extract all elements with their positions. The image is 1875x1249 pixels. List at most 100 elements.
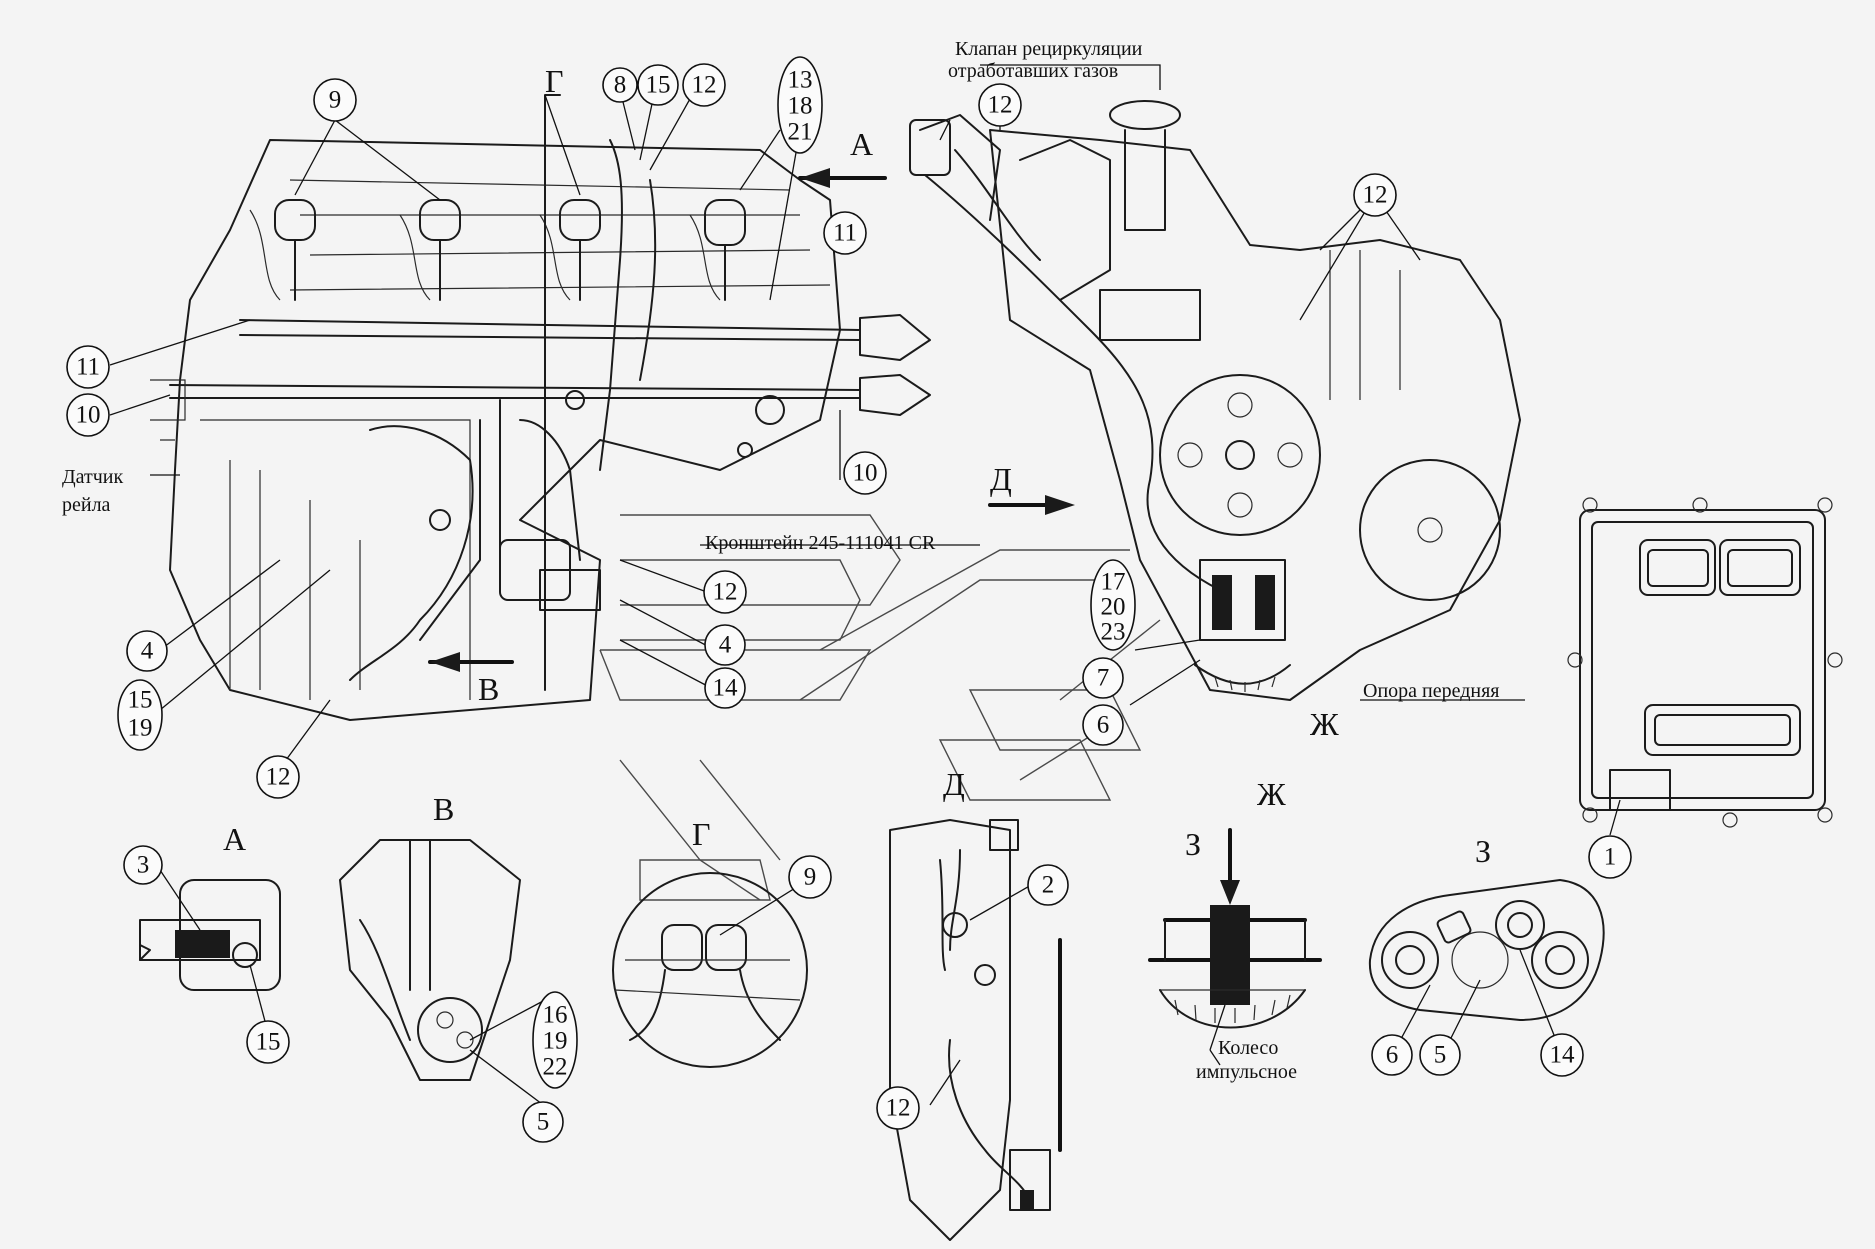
- detail-view-zh: [1148, 828, 1322, 1029]
- svg-text:12: 12: [692, 72, 717, 99]
- callout-5: 5: [1419, 1034, 1461, 1076]
- callout-5: 5: [522, 1101, 564, 1143]
- detail-view-v: [339, 839, 521, 1081]
- callout-12: 12: [876, 1086, 920, 1130]
- label-front-support: Опора передняя: [1363, 680, 1500, 702]
- svg-text:14: 14: [1550, 1042, 1576, 1069]
- callout-2: 2: [1027, 864, 1069, 906]
- callout-4: 4: [704, 624, 746, 666]
- svg-text:6: 6: [1386, 1042, 1399, 1069]
- ecu-unit: [1567, 497, 1843, 828]
- detail-view-g: [612, 872, 808, 1068]
- callout-10: 10: [843, 451, 887, 495]
- callout-4: 4: [126, 630, 168, 672]
- svg-text:10: 10: [76, 402, 101, 429]
- leader-lines: [109, 64, 1621, 1111]
- svg-text:21: 21: [788, 119, 813, 146]
- svg-text:9: 9: [804, 864, 817, 891]
- svg-text:10: 10: [853, 460, 878, 487]
- svg-text:12: 12: [1363, 182, 1388, 209]
- svg-text:14: 14: [713, 675, 739, 702]
- svg-text:12: 12: [266, 764, 291, 791]
- svg-text:1: 1: [1604, 844, 1617, 871]
- view-letters: А Г В Д Ж А В Г Д Ж З З: [223, 63, 1491, 869]
- callout-group-15-19: 15 19: [117, 679, 163, 751]
- svg-text:20: 20: [1101, 594, 1126, 621]
- callout-12: 12: [682, 63, 726, 107]
- detail-view-a: [139, 879, 281, 991]
- projection-lines: [599, 514, 1161, 901]
- svg-text:2: 2: [1042, 872, 1055, 899]
- callout-11: 11: [823, 211, 867, 255]
- callout-1: 1: [1588, 835, 1632, 879]
- svg-text:5: 5: [537, 1109, 550, 1136]
- view-title-v: В: [433, 791, 454, 827]
- callout-6: 6: [1082, 704, 1124, 746]
- svg-text:19: 19: [543, 1028, 568, 1055]
- svg-text:15: 15: [646, 72, 671, 99]
- view-title-g: Г: [692, 816, 711, 852]
- view-letter-zh: Ж: [1310, 706, 1339, 742]
- view-title-a: А: [223, 821, 246, 857]
- svg-text:12: 12: [886, 1095, 911, 1122]
- view-title-d: Д: [943, 766, 965, 802]
- svg-text:11: 11: [76, 354, 100, 381]
- svg-text:13: 13: [788, 67, 813, 94]
- svg-text:6: 6: [1097, 712, 1110, 739]
- svg-text:15: 15: [256, 1029, 281, 1056]
- callout-12: 12: [1353, 173, 1397, 217]
- callout-group-17-20-23: 17 20 23: [1090, 559, 1136, 651]
- view-letter-g: Г: [545, 63, 564, 99]
- fuel-rails: [169, 314, 931, 416]
- callout-10: 10: [66, 393, 110, 437]
- svg-text:19: 19: [128, 715, 153, 742]
- svg-text:22: 22: [543, 1054, 568, 1081]
- svg-text:4: 4: [719, 632, 732, 659]
- label-rail-sensor-line1: Датчик: [62, 466, 124, 488]
- callout-9: 9: [313, 78, 357, 122]
- callout-12: 12: [703, 570, 747, 614]
- callout-12: 12: [256, 755, 300, 799]
- callout-6: 6: [1371, 1034, 1413, 1076]
- svg-text:9: 9: [329, 87, 342, 114]
- view-letter-v: В: [478, 671, 499, 707]
- callout-7: 7: [1082, 657, 1124, 699]
- engine-side-view: [150, 94, 1075, 721]
- svg-text:12: 12: [713, 579, 738, 606]
- label-egr-valve-line2: отработавших газов: [948, 60, 1118, 82]
- callout-15: 15: [637, 64, 679, 106]
- callout-14: 14: [704, 667, 746, 709]
- callout-group-13-18-21: 13 18 21: [777, 56, 823, 154]
- label-impulse-wheel-line1: Колесо: [1218, 1037, 1278, 1059]
- svg-text:18: 18: [788, 93, 813, 120]
- callouts: 9 8 15 12 13 18 21 12 11 11 10 10 12 12 …: [66, 56, 1632, 1143]
- svg-text:12: 12: [988, 92, 1013, 119]
- text-labels: Клапан рециркуляции отработавших газов Д…: [62, 38, 1500, 1083]
- label-egr-valve-line1: Клапан рециркуляции: [955, 38, 1143, 60]
- callout-15: 15: [246, 1020, 290, 1064]
- view-letter-a: А: [850, 126, 873, 162]
- view-title-z: З: [1475, 833, 1491, 869]
- label-bracket: Кронштейн 245-111041 CR: [705, 532, 936, 554]
- svg-text:8: 8: [614, 72, 627, 99]
- callout-3: 3: [123, 845, 163, 885]
- callout-8: 8: [602, 67, 638, 103]
- svg-text:17: 17: [1101, 569, 1126, 596]
- svg-text:4: 4: [141, 638, 154, 665]
- callout-group-16-19-22: 16 19 22: [532, 991, 578, 1089]
- callout-14: 14: [1540, 1033, 1584, 1077]
- view-letter-d: Д: [990, 461, 1012, 497]
- label-impulse-wheel-line2: импульсное: [1196, 1061, 1297, 1083]
- label-rail-sensor-line2: рейла: [62, 494, 111, 516]
- callout-11: 11: [66, 345, 110, 389]
- svg-text:3: 3: [137, 852, 150, 879]
- svg-text:15: 15: [128, 687, 153, 714]
- svg-text:5: 5: [1434, 1042, 1447, 1069]
- callout-9: 9: [788, 855, 832, 899]
- callout-12: 12: [978, 83, 1022, 127]
- view-arrow-z: З: [1185, 826, 1201, 862]
- engine-front-view: [909, 100, 1521, 701]
- svg-text:11: 11: [833, 220, 857, 247]
- view-title-zh: Ж: [1257, 776, 1286, 812]
